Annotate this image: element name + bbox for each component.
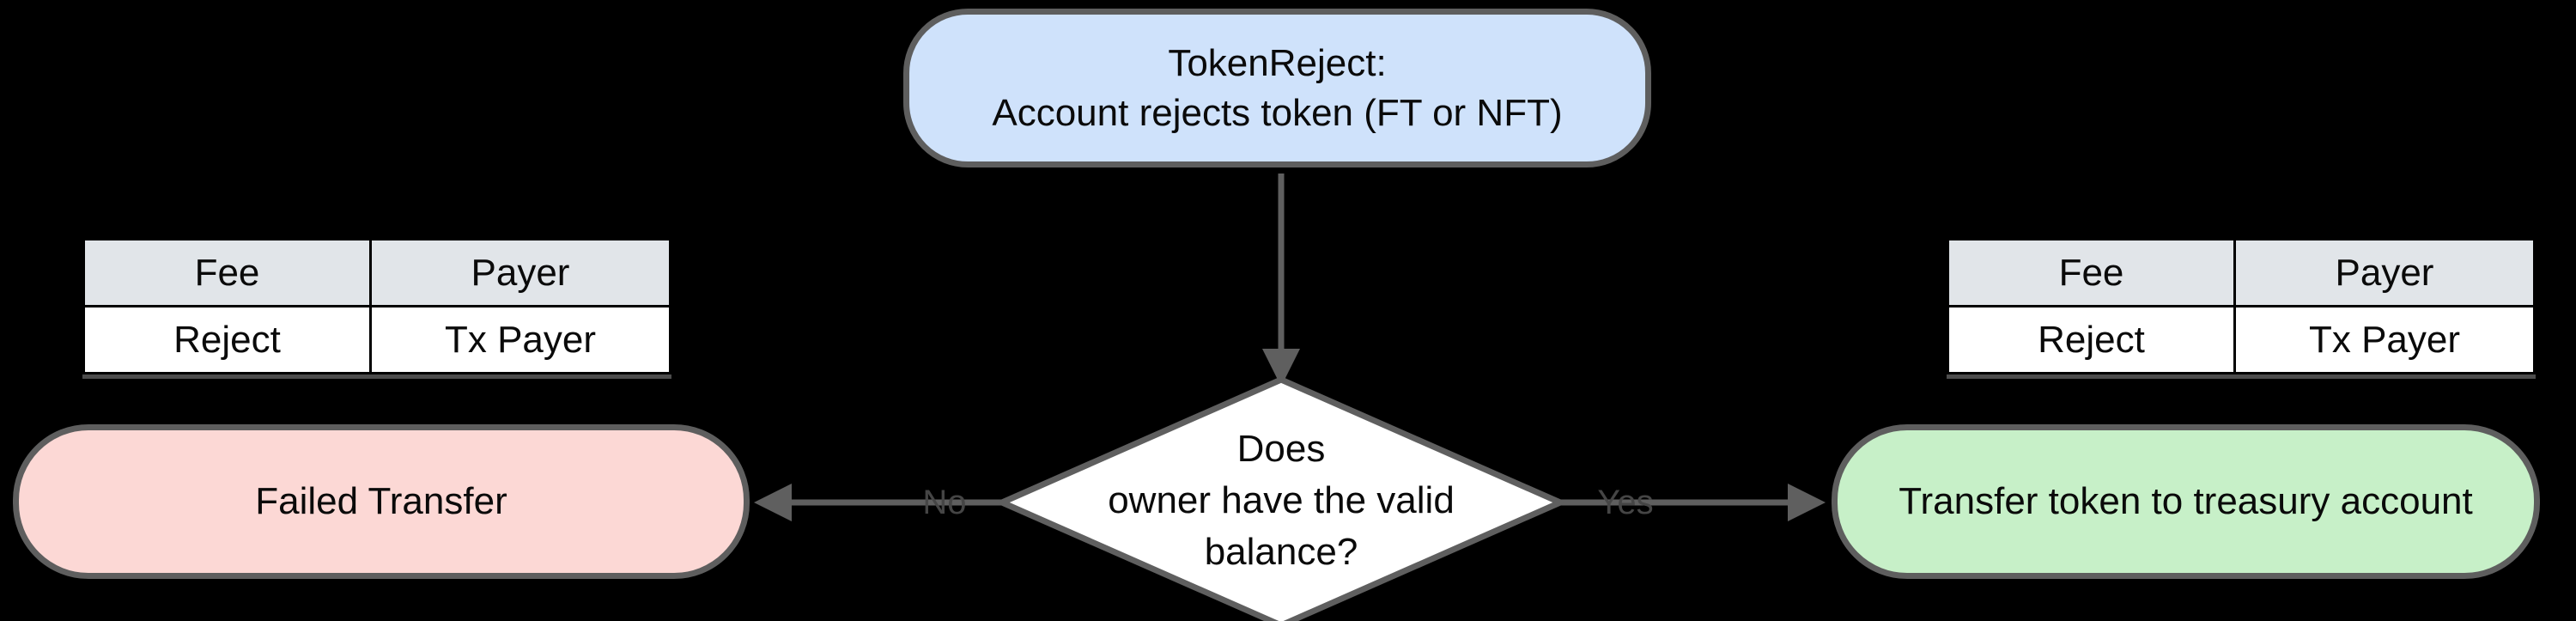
- node-token-reject: TokenReject: Account rejects token (FT o…: [903, 9, 1651, 167]
- column-header-fee: Fee: [1947, 238, 2236, 307]
- arrowhead-left-icon: [754, 484, 792, 521]
- node-transfer-treasury: Transfer token to treasury account: [1832, 424, 2540, 579]
- node-token-reject-line1: TokenReject:: [1168, 41, 1387, 84]
- edge-label-yes: Yes: [1597, 484, 1653, 521]
- decision-diamond: [999, 376, 1564, 621]
- column-header-payer: Payer: [2233, 238, 2536, 307]
- decision-text-line3: balance?: [1205, 531, 1358, 573]
- cell-payer-value: Tx Payer: [2233, 305, 2536, 374]
- column-header-payer: Payer: [369, 238, 671, 307]
- cell-fee-value: Reject: [82, 305, 372, 374]
- node-token-reject-line2: Account rejects token (FT or NFT): [992, 91, 1563, 134]
- decision-text-line2: owner have the valid: [1108, 479, 1455, 521]
- cell-fee-value: Reject: [1947, 305, 2236, 374]
- table-row: Reject Tx Payer: [82, 305, 671, 374]
- cell-payer-value: Tx Payer: [369, 305, 671, 374]
- table-row: Reject Tx Payer: [1947, 305, 2536, 374]
- arrowhead-right-icon: [1788, 484, 1826, 521]
- node-failed-transfer-label: Failed Transfer: [255, 480, 507, 522]
- edge-label-no: No: [922, 484, 966, 521]
- arrowhead-down-icon: [1262, 349, 1300, 387]
- decision-text-line1: Does: [1237, 428, 1326, 470]
- fee-table-left: Fee Payer Reject Tx Payer: [82, 238, 671, 374]
- table-header-row: Fee Payer: [1947, 238, 2536, 307]
- node-transfer-treasury-label: Transfer token to treasury account: [1899, 480, 2473, 522]
- fee-table-right: Fee Payer Reject Tx Payer: [1947, 238, 2536, 374]
- table-header-row: Fee Payer: [82, 238, 671, 307]
- node-failed-transfer: Failed Transfer: [13, 424, 750, 579]
- column-header-fee: Fee: [82, 238, 372, 307]
